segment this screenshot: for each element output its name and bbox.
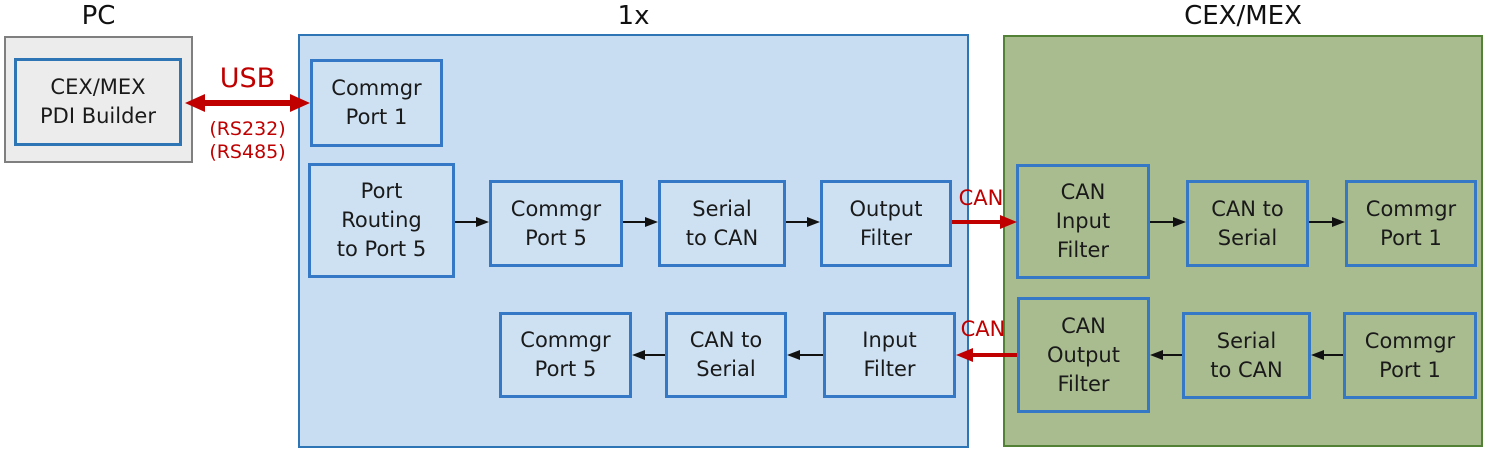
box-ap-input-filter: Input Filter xyxy=(823,312,956,398)
box-ap-port-routing: Port Routing to Port 5 xyxy=(308,163,455,278)
box-dev-can-input-filter: CAN Input Filter xyxy=(1016,164,1150,279)
can-rx-arrow xyxy=(956,348,1017,362)
arrow-shaft xyxy=(800,354,823,356)
rs232-label: (RS232) xyxy=(209,118,286,140)
flow-arrow xyxy=(786,217,820,227)
box-ap-commgr-port-5-rx: Commgr Port 5 xyxy=(499,312,632,398)
arrow-head-icon xyxy=(1000,215,1017,229)
flow-arrow xyxy=(623,217,658,227)
box-dev-commgr-port-1-rx: Commgr Port 1 xyxy=(1345,180,1477,267)
arrow-shaft xyxy=(1324,354,1343,356)
arrow-head-icon xyxy=(807,217,820,227)
box-dev-serial-to-can-tx: Serial to CAN xyxy=(1182,312,1311,399)
usb-link-arrow xyxy=(185,94,310,112)
arrow-shaft xyxy=(1309,221,1332,223)
device-section-label: CEX/MEX xyxy=(1184,1,1302,31)
box-ap-commgr-port-5-tx: Commgr Port 5 xyxy=(489,180,623,267)
arrow-shaft xyxy=(1150,221,1173,223)
flow-arrow xyxy=(1150,350,1182,360)
arrow-head-icon xyxy=(956,348,973,362)
arrow-head-icon xyxy=(645,217,658,227)
pc-section-label: PC xyxy=(81,1,116,31)
box-dev-can-to-serial-rx: CAN to Serial xyxy=(1186,180,1309,267)
arrow-shaft xyxy=(455,221,476,223)
arrow-head-icon xyxy=(1332,217,1345,227)
can-bottom-label: CAN xyxy=(960,317,1006,341)
flow-arrow xyxy=(1311,350,1343,360)
autopilot-section-label: 1x xyxy=(617,1,650,31)
arrow-head-icon xyxy=(290,94,310,112)
box-ap-serial-to-can-tx: Serial to CAN xyxy=(658,180,786,267)
arrow-shaft xyxy=(623,221,645,223)
arrow-head-icon xyxy=(1173,217,1186,227)
box-ap-can-to-serial-rx: CAN to Serial xyxy=(665,312,787,398)
flow-arrow xyxy=(787,350,823,360)
arrow-shaft xyxy=(205,100,290,106)
arrow-head-icon xyxy=(1311,350,1324,360)
box-pdi-builder: CEX/MEX PDI Builder xyxy=(14,58,182,146)
flow-arrow xyxy=(632,350,665,360)
arrow-shaft xyxy=(952,220,1000,224)
arrow-shaft xyxy=(786,221,807,223)
arrow-head-icon xyxy=(632,350,645,360)
arrow-head-icon xyxy=(476,217,489,227)
arrow-shaft xyxy=(1163,354,1182,356)
box-ap-commgr-port-1: Commgr Port 1 xyxy=(310,59,443,147)
can-tx-arrow xyxy=(952,215,1017,229)
arrow-shaft xyxy=(973,353,1017,357)
arrow-head-icon xyxy=(787,350,800,360)
usb-label: USB xyxy=(219,63,276,94)
arrow-head-icon xyxy=(185,94,205,112)
flow-arrow xyxy=(1150,217,1186,227)
box-dev-commgr-port-1-tx: Commgr Port 1 xyxy=(1343,312,1477,399)
flow-arrow xyxy=(1309,217,1345,227)
arrow-head-icon xyxy=(1150,350,1163,360)
arrow-shaft xyxy=(645,354,665,356)
flow-arrow xyxy=(455,217,489,227)
box-ap-output-filter: Output Filter xyxy=(820,180,952,267)
rs485-label: (RS485) xyxy=(209,141,286,163)
box-dev-can-output-filter: CAN Output Filter xyxy=(1017,297,1150,413)
can-top-label: CAN xyxy=(958,186,1004,210)
